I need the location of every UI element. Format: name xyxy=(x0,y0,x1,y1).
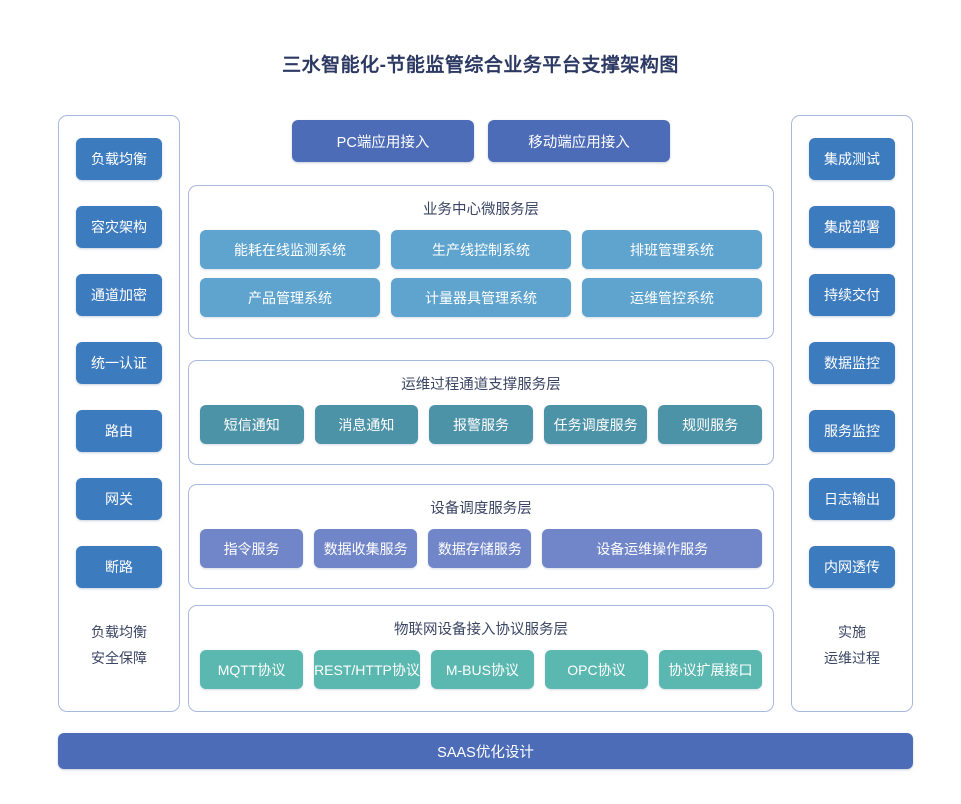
sidebar-item-disaster-recovery[interactable]: 容灾架构 xyxy=(76,206,162,248)
right-support-column: 集成测试 集成部署 持续交付 数据监控 服务监控 日志输出 内网透传 实施 运维… xyxy=(791,115,913,712)
sidebar-item-gateway[interactable]: 网关 xyxy=(76,478,162,520)
layer-row: 能耗在线监测系统 生产线控制系统 排班管理系统 xyxy=(200,230,762,269)
access-button-pc[interactable]: PC端应用接入 xyxy=(292,120,474,162)
layer-title-iot-protocol: 物联网设备接入协议服务层 xyxy=(394,622,568,638)
left-footer-line-2: 安全保障 xyxy=(91,649,147,666)
chip-task-scheduling-service[interactable]: 任务调度服务 xyxy=(543,405,648,444)
layer-title-device-scheduling: 设备调度服务层 xyxy=(430,501,532,517)
left-column-footer: 负载均衡 安全保障 xyxy=(91,620,147,672)
chip-mqtt-protocol[interactable]: MQTT协议 xyxy=(200,650,304,689)
chip-rest-http-protocol[interactable]: REST/HTTP协议 xyxy=(314,650,420,689)
chip-rule-service[interactable]: 规则服务 xyxy=(658,405,762,444)
layer-row: MQTT协议 REST/HTTP协议 M-BUS协议 OPC协议 协议扩展接口 xyxy=(200,650,763,689)
sidebar-item-intranet-passthrough[interactable]: 内网透传 xyxy=(809,546,895,588)
access-button-mobile[interactable]: 移动端应用接入 xyxy=(488,120,670,162)
sidebar-item-continuous-delivery[interactable]: 持续交付 xyxy=(809,274,895,316)
right-column-footer: 实施 运维过程 xyxy=(824,620,880,672)
sidebar-item-integration-deploy[interactable]: 集成部署 xyxy=(809,206,895,248)
chip-shift-management-system[interactable]: 排班管理系统 xyxy=(582,230,762,269)
layer-device-scheduling: 设备调度服务层 指令服务 数据收集服务 数据存储服务 设备运维操作服务 xyxy=(188,484,774,589)
chip-data-storage-service[interactable]: 数据存储服务 xyxy=(428,529,532,568)
chip-device-om-operation-service[interactable]: 设备运维操作服务 xyxy=(542,529,763,568)
chip-product-management-system[interactable]: 产品管理系统 xyxy=(200,278,380,317)
chip-protocol-extension-interface[interactable]: 协议扩展接口 xyxy=(658,650,763,689)
chip-alarm-service[interactable]: 报警服务 xyxy=(429,405,533,444)
chip-message-notification[interactable]: 消息通知 xyxy=(314,405,419,444)
sidebar-item-routing[interactable]: 路由 xyxy=(76,410,162,452)
layer-iot-protocol-access: 物联网设备接入协议服务层 MQTT协议 REST/HTTP协议 M-BUS协议 … xyxy=(188,605,774,712)
layer-om-channel-support: 运维过程通道支撑服务层 短信通知 消息通知 报警服务 任务调度服务 规则服务 xyxy=(188,360,774,465)
sidebar-item-integration-test[interactable]: 集成测试 xyxy=(809,138,895,180)
saas-optimization-bar[interactable]: SAAS优化设计 xyxy=(58,733,913,769)
left-support-column: 负载均衡 容灾架构 通道加密 统一认证 路由 网关 断路 负载均衡 安全保障 xyxy=(58,115,180,712)
chip-mbus-protocol[interactable]: M-BUS协议 xyxy=(430,650,534,689)
chip-metering-device-management-system[interactable]: 计量器具管理系统 xyxy=(391,278,571,317)
sidebar-item-circuit-breaker[interactable]: 断路 xyxy=(76,546,162,588)
layer-row: 指令服务 数据收集服务 数据存储服务 设备运维操作服务 xyxy=(200,529,763,568)
layer-business-microservice: 业务中心微服务层 能耗在线监测系统 生产线控制系统 排班管理系统 产品管理系统 … xyxy=(188,185,774,339)
top-access-row: PC端应用接入 移动端应用接入 xyxy=(188,120,774,162)
layer-title-business: 业务中心微服务层 xyxy=(423,202,539,218)
left-footer-line-1: 负载均衡 xyxy=(91,624,147,640)
chip-data-collection-service[interactable]: 数据收集服务 xyxy=(314,529,418,568)
sidebar-item-log-output[interactable]: 日志输出 xyxy=(809,478,895,520)
layer-title-om-channel: 运维过程通道支撑服务层 xyxy=(401,377,561,393)
sidebar-item-unified-auth[interactable]: 统一认证 xyxy=(76,342,162,384)
layer-row: 产品管理系统 计量器具管理系统 运维管控系统 xyxy=(200,278,762,317)
sidebar-item-channel-encryption[interactable]: 通道加密 xyxy=(76,274,162,316)
page-title: 三水智能化-节能监管综合业务平台支撑架构图 xyxy=(282,55,679,76)
sidebar-item-data-monitoring[interactable]: 数据监控 xyxy=(809,342,895,384)
chip-om-control-system[interactable]: 运维管控系统 xyxy=(582,278,762,317)
right-footer-line-1: 实施 xyxy=(838,624,866,640)
sidebar-item-load-balancing[interactable]: 负载均衡 xyxy=(76,138,162,180)
chip-sms-notification[interactable]: 短信通知 xyxy=(200,405,304,444)
right-footer-line-2: 运维过程 xyxy=(824,649,880,666)
chip-opc-protocol[interactable]: OPC协议 xyxy=(544,650,648,689)
chip-command-service[interactable]: 指令服务 xyxy=(200,529,304,568)
chip-energy-monitoring-system[interactable]: 能耗在线监测系统 xyxy=(200,230,380,269)
chip-production-line-control-system[interactable]: 生产线控制系统 xyxy=(391,230,571,269)
sidebar-item-service-monitoring[interactable]: 服务监控 xyxy=(809,410,895,452)
layer-row: 短信通知 消息通知 报警服务 任务调度服务 规则服务 xyxy=(200,405,762,444)
